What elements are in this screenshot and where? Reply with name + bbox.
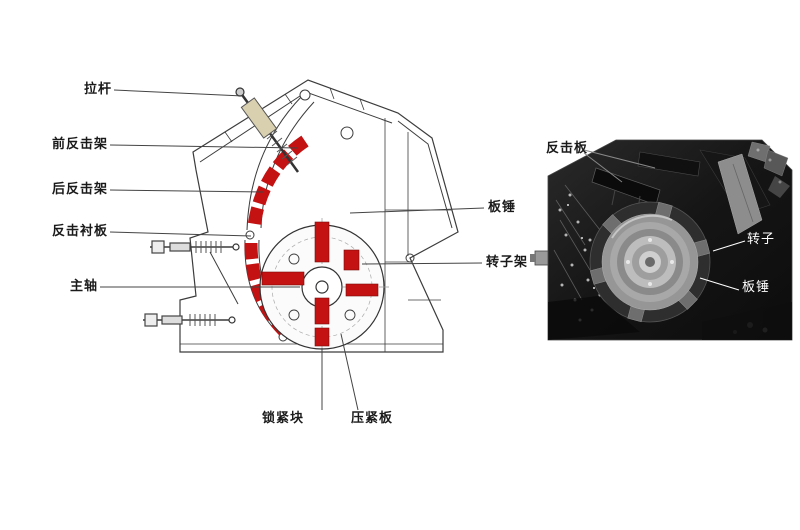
main-shaft-label: 主轴 xyxy=(69,279,98,294)
rotor-frame-label: 转子架 xyxy=(486,255,529,270)
blow-bar-blocks xyxy=(261,221,379,347)
shaft-stub xyxy=(530,250,549,266)
blow-bar-label: 板锤 xyxy=(488,200,517,215)
impact-liner-label: 反击衬板 xyxy=(51,224,108,239)
photo-leader-lines xyxy=(583,149,746,291)
front-impact-liner-blocks xyxy=(247,135,309,228)
impact-plate-photo-label: 反击板 xyxy=(546,141,589,156)
locking-block-label: 锁紧块 xyxy=(262,411,305,426)
photo-shadows xyxy=(548,296,792,340)
rear-impact-frame-label: 后反击架 xyxy=(51,182,108,197)
roof-seams xyxy=(224,87,365,143)
rotor-photo xyxy=(589,201,711,323)
tension-rod-lower xyxy=(143,251,239,327)
leader-lines xyxy=(100,89,485,411)
housing-panels xyxy=(384,118,452,352)
right-photo xyxy=(530,139,793,341)
front-impact-frame-label: 前反击架 xyxy=(51,137,108,152)
tie-rod-assembly xyxy=(235,87,300,173)
rock-debris xyxy=(733,141,790,334)
pressing-plate-label: 压紧板 xyxy=(351,411,394,426)
rotor-photo-label: 转子 xyxy=(747,232,776,247)
blow-bar-photo-label: 板锤 xyxy=(742,280,771,295)
tie-rod-label: 拉杆 xyxy=(83,82,112,97)
impact-plates-photo xyxy=(591,149,771,235)
left-schematic xyxy=(143,79,459,356)
housing-outline xyxy=(179,79,459,353)
tension-rod-upper xyxy=(150,240,240,254)
